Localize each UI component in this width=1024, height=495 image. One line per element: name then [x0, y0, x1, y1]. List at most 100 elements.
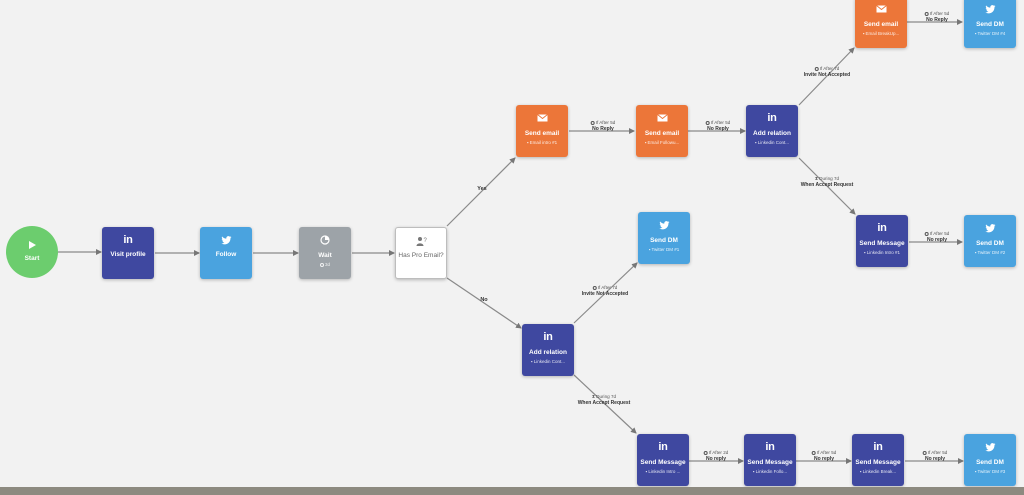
twitter-icon	[964, 221, 1016, 235]
node-title: Send Message	[640, 459, 686, 466]
hourglass-icon: ⧗	[814, 176, 819, 181]
twitter-icon	[964, 2, 1016, 16]
node-subtitle: ▪ Linkedin Cont...	[530, 359, 566, 364]
node-title: Send Message	[747, 459, 793, 466]
edge-cond-email1	[446, 157, 516, 227]
node-title: Add relation	[529, 349, 567, 356]
node-title: Wait	[318, 252, 332, 259]
node-subtitle: ▪ Twitter DM #2	[974, 250, 1006, 255]
edge-addrel2-msg2	[573, 374, 637, 434]
node-subtitle: ▪ Email intro #1	[526, 140, 558, 145]
has-pro-email-node[interactable]: ? Has Pro Email?	[395, 227, 447, 279]
add-relation-bottom-node[interactable]: in Add relation ▪ Linkedin Cont...	[522, 324, 574, 376]
edge-label: If After 5d No Reply	[705, 120, 731, 132]
node-subtitle: ▪ Linkedin Follo...	[752, 469, 788, 474]
send-message-followup-node[interactable]: in Send Message ▪ Linkedin Follo...	[744, 434, 796, 486]
linkedin-icon: in	[658, 441, 668, 453]
send-email-breakup-node[interactable]: Send email ▪ Email BreakUp...	[855, 0, 907, 48]
send-message-intro-bottom-node[interactable]: in Send Message ▪ Linkedin Intro ...	[637, 434, 689, 486]
envelope-icon	[855, 2, 907, 16]
edge-label: If After 5d No Reply	[924, 11, 950, 23]
clock-icon	[814, 66, 819, 71]
clock-icon	[592, 285, 597, 290]
edge-label: If After 7d Invite Not Accepted	[581, 285, 629, 297]
follow-node[interactable]: Follow	[200, 227, 252, 279]
node-title: Send DM	[976, 459, 1004, 466]
node-subtitle: ▪ Linkedin Intro #1	[863, 250, 901, 255]
linkedin-icon: in	[123, 234, 133, 246]
edge-label: If After 2d No reply	[703, 450, 728, 463]
linkedin-icon: in	[877, 222, 887, 234]
clock-icon	[924, 11, 929, 16]
twitter-icon	[964, 440, 1016, 454]
node-subtitle: ▪ Linkedin Break...	[859, 469, 897, 474]
node-title: Send DM	[976, 21, 1004, 28]
clock-icon	[299, 233, 351, 247]
node-title: Send Message	[859, 240, 905, 247]
clock-icon	[924, 231, 929, 236]
hourglass-icon: ⧗	[591, 394, 596, 399]
node-subtitle: ▪ Linkedin Intro ...	[645, 469, 681, 474]
node-title: Send DM	[650, 237, 678, 244]
visit-profile-node[interactable]: in Visit profile	[102, 227, 154, 279]
node-subtitle: ▪ Twitter DM #4	[974, 31, 1006, 36]
send-dm-4-node[interactable]: Send DM ▪ Twitter DM #4	[964, 0, 1016, 48]
node-title: Visit profile	[110, 251, 146, 258]
node-title: Send DM	[976, 240, 1004, 247]
edge-addrel1-email3	[798, 47, 855, 106]
send-email-followup-node[interactable]: Send email ▪ Email Followu...	[636, 105, 688, 157]
edge-label: If After 5d No reply	[922, 450, 947, 463]
bottom-scrollbar[interactable]	[0, 487, 1024, 495]
linkedin-icon: in	[767, 112, 777, 124]
edge-addrel2-dmno	[573, 262, 638, 324]
node-subtitle: ▪ Email BreakUp...	[862, 31, 900, 36]
edge-cond-addrel2	[446, 277, 522, 329]
wait-node[interactable]: Wait 3d	[299, 227, 351, 279]
linkedin-icon: in	[765, 441, 775, 453]
send-dm-2-node[interactable]: Send DM ▪ Twitter DM #2	[964, 215, 1016, 267]
twitter-icon	[200, 233, 252, 247]
edge-label: If After 5d No reply	[811, 450, 836, 463]
add-relation-top-node[interactable]: in Add relation ▪ Linkedin Cont...	[746, 105, 798, 157]
edge-addrel1-msg1	[798, 157, 856, 215]
send-dm-1-node[interactable]: Send DM ▪ Twitter DM #1	[638, 212, 690, 264]
node-subtitle: ▪ Twitter DM #1	[648, 247, 680, 252]
play-icon	[6, 238, 58, 252]
clock-icon	[811, 450, 816, 455]
branch-label-no: No	[480, 297, 488, 303]
node-subtitle: ▪ Email Followu...	[644, 140, 680, 145]
node-subtitle: 3d	[302, 262, 348, 268]
clock-icon	[922, 450, 927, 455]
clock-icon	[703, 450, 708, 455]
send-dm-3-node[interactable]: Send DM ▪ Twitter DM #3	[964, 434, 1016, 486]
node-title: Start	[24, 255, 40, 262]
person-question-icon: ?	[396, 234, 446, 248]
edge-label: If After 5d No Reply	[590, 120, 616, 132]
node-title: Add relation	[753, 130, 791, 137]
send-message-breakup-node[interactable]: in Send Message ▪ Linkedin Break...	[852, 434, 904, 486]
clock-icon	[705, 120, 710, 125]
node-title: Send email	[863, 21, 899, 28]
envelope-icon	[516, 111, 568, 125]
edge-label: ⧗During 7d When Accept Request	[800, 176, 854, 188]
start-node[interactable]: Start	[6, 226, 58, 278]
node-title: Send Message	[855, 459, 901, 466]
envelope-icon	[636, 111, 688, 125]
branch-label-yes: Yes	[477, 186, 487, 192]
linkedin-icon: in	[543, 331, 553, 343]
send-message-intro-top-node[interactable]: in Send Message ▪ Linkedin Intro #1	[856, 215, 908, 267]
edge-label: If After 5d No reply	[924, 231, 949, 244]
send-email-intro-node[interactable]: Send email ▪ Email intro #1	[516, 105, 568, 157]
clock-icon	[590, 120, 595, 125]
linkedin-icon: in	[873, 441, 883, 453]
node-subtitle: ▪ Twitter DM #3	[974, 469, 1006, 474]
edge-label: ⧗During 7d When Accept Request	[577, 394, 631, 406]
node-title: Send email	[524, 130, 560, 137]
node-title: Has Pro Email?	[398, 252, 444, 259]
twitter-icon	[638, 218, 690, 232]
svg-text:?: ?	[423, 238, 427, 244]
node-title: Follow	[215, 251, 237, 258]
node-title: Send email	[644, 130, 680, 137]
